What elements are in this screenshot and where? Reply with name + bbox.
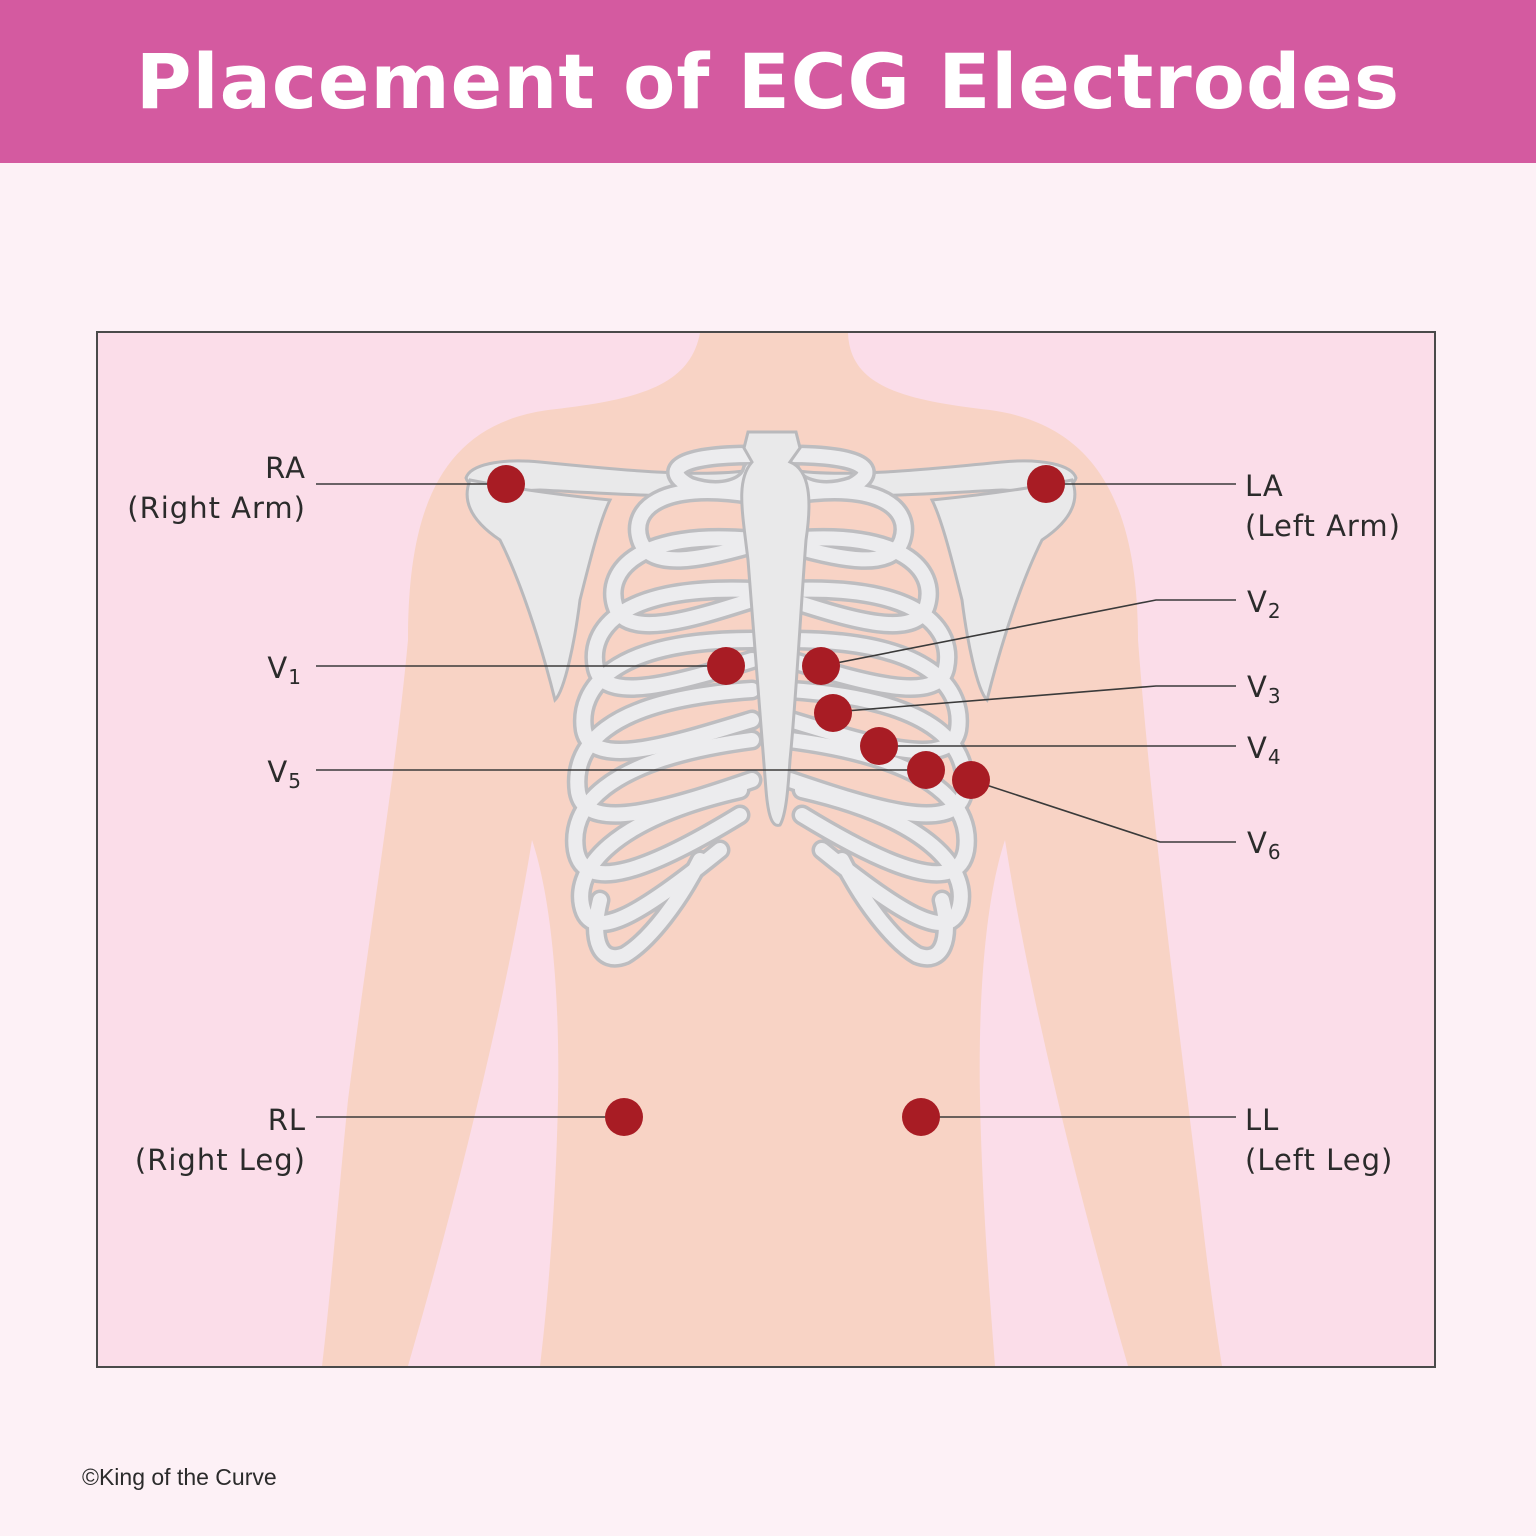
title-banner: Placement of ECG Electrodes (0, 0, 1536, 163)
leader-lines (316, 483, 1236, 1118)
label-v4: V4 (1247, 731, 1282, 769)
page-title: Placement of ECG Electrodes (135, 37, 1401, 126)
electrode-v5 (907, 751, 945, 789)
electrode-v1 (707, 647, 745, 685)
electrode-v4 (860, 727, 898, 765)
electrode-v3 (814, 694, 852, 732)
sternum (740, 430, 811, 827)
left-scapula (929, 478, 1077, 703)
label-rl-code: RL (268, 1103, 306, 1137)
label-v5: V5 (267, 755, 302, 793)
electrode-ll (902, 1098, 940, 1136)
label-la-name: (Left Arm) (1245, 509, 1401, 543)
copyright-credit: ©King of the Curve (82, 1464, 277, 1490)
electrode-rl (605, 1098, 643, 1136)
electrode-ra (487, 465, 525, 503)
label-v2: V2 (1247, 585, 1282, 623)
electrode-v6 (952, 761, 990, 799)
label-ra-code: RA (265, 451, 306, 485)
electrodes (487, 465, 1065, 1136)
label-ra-name: (Right Arm) (127, 491, 306, 525)
label-ll-code: LL (1245, 1103, 1279, 1137)
label-ll-name: (Left Leg) (1245, 1143, 1393, 1177)
electrode-la (1027, 465, 1065, 503)
label-rl-name: (Right Leg) (135, 1143, 306, 1177)
rib-cage (464, 430, 1078, 968)
label-v6: V6 (1247, 826, 1282, 864)
electrode-v2 (802, 647, 840, 685)
label-v3: V3 (1247, 670, 1282, 708)
right-scapula (465, 478, 613, 703)
label-v1: V1 (267, 651, 302, 689)
label-la-code: LA (1245, 469, 1284, 503)
